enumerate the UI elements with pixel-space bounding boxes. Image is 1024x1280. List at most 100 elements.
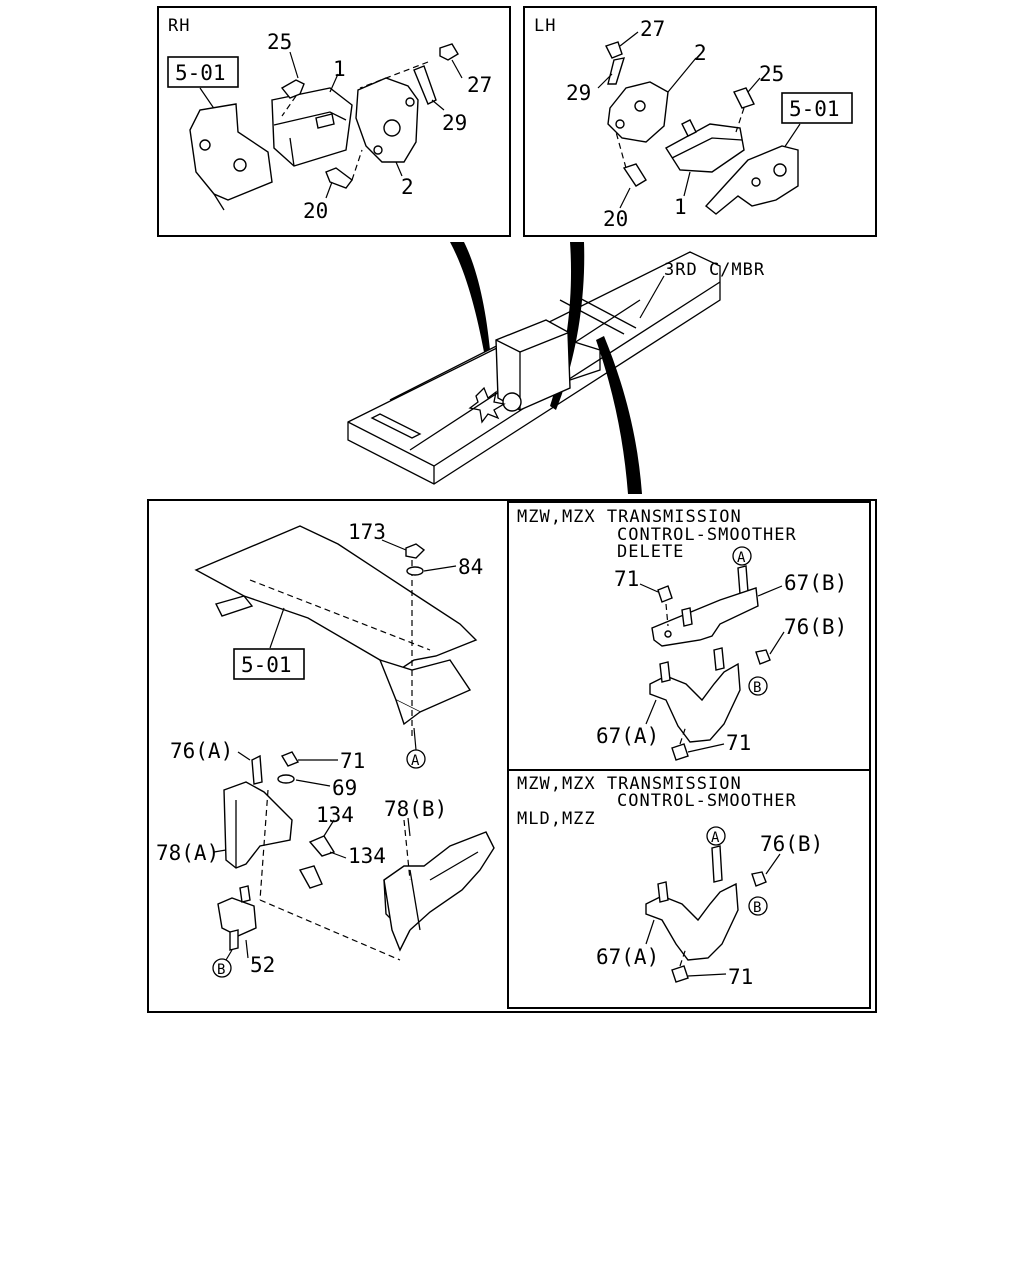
rh-panel: RH 5-01 xyxy=(157,6,511,237)
variant-delete-callout-67a: 67(A) xyxy=(596,724,659,748)
bolt-134b xyxy=(298,865,323,889)
variant-smoother-leader xyxy=(687,973,727,977)
crossmember xyxy=(194,525,478,673)
svg-text:A: A xyxy=(411,753,420,769)
callout-52: 52 xyxy=(250,953,275,977)
lh-mount-line xyxy=(671,137,743,159)
lh-side-label: LH xyxy=(534,16,556,36)
mount-dash xyxy=(259,789,269,901)
rh-bracket-hole xyxy=(233,158,247,172)
rh-engine-bracket xyxy=(355,77,419,163)
callout-69: 69 xyxy=(332,776,357,800)
rh-bolt-25 xyxy=(280,79,305,99)
leader-134a xyxy=(323,819,335,837)
variant-delete-marker-b: B xyxy=(748,676,768,696)
rh-stud-dash xyxy=(359,61,429,89)
callout-78b: 78(B) xyxy=(384,797,447,821)
engine-fan xyxy=(468,386,506,424)
variant-smoother-marker-b: B xyxy=(748,896,768,916)
variant-smoother-callout-76b: 76(B) xyxy=(760,832,823,856)
rh-side-label: RH xyxy=(168,16,190,36)
variant-smoother: MZW,MZX TRANSMISSION CONTROL-SMOOTHER ML… xyxy=(517,774,823,989)
lh-nut-27 xyxy=(605,41,623,59)
svg-text:B: B xyxy=(753,680,761,696)
rh-leader xyxy=(431,99,445,111)
marker-a-leader xyxy=(413,727,417,751)
nut-71 xyxy=(280,751,300,767)
variant-smoother-heading-2: CONTROL-SMOOTHER xyxy=(617,791,797,811)
lh-panel: LH 5-01 27 2 29 25 2 xyxy=(523,6,877,237)
lh-leader xyxy=(683,171,691,197)
variant-delete-callout-71-upper: 71 xyxy=(614,567,639,591)
crossmember-ref-box[interactable]: 5-01 xyxy=(233,648,305,680)
lh-leader xyxy=(619,187,631,209)
bracket-78a xyxy=(223,781,293,869)
variant-delete-callout-71-lower: 71 xyxy=(726,731,751,755)
lh-callout-27: 27 xyxy=(640,17,665,41)
leader-134b xyxy=(329,851,347,859)
variant-delete-heading-3: DELETE xyxy=(617,542,684,562)
nut-173 xyxy=(405,543,426,559)
variant-delete-leader xyxy=(769,631,785,655)
variant-delete-heading-1: MZW,MZX TRANSMISSION xyxy=(517,507,742,527)
chassis-frame xyxy=(347,251,721,485)
lh-engine-bracket-hole xyxy=(615,119,625,129)
callout-78a: 78(A) xyxy=(156,841,219,865)
mount-dash xyxy=(259,899,401,961)
marker-b-leader xyxy=(225,949,233,961)
lh-leader xyxy=(747,77,761,93)
variant-delete-nut-71-lower xyxy=(671,743,689,761)
rh-bracket-hole xyxy=(199,139,211,151)
lh-mount-stud xyxy=(681,119,697,137)
plate-67b-stud xyxy=(681,607,693,627)
variant-smoother-heading-3: MLD,MZZ xyxy=(517,809,596,829)
rh-leader xyxy=(451,59,463,79)
leader-52 xyxy=(245,939,249,959)
rh-ref-leader xyxy=(199,87,216,111)
variant-delete-dash xyxy=(665,603,669,627)
insulator-52-stud xyxy=(239,885,251,903)
third-crossmember xyxy=(559,299,625,335)
rh-leader xyxy=(395,161,403,177)
rh-callout-2: 2 xyxy=(401,175,414,199)
lh-callout-20: 20 xyxy=(603,207,628,231)
callout-134-upper: 134 xyxy=(316,803,354,827)
rh-engine-bracket-hole xyxy=(383,119,401,137)
callout-134-lower: 134 xyxy=(348,844,386,868)
lh-ref-box[interactable]: 5-01 xyxy=(781,92,853,124)
lh-callout-1: 1 xyxy=(674,195,687,219)
rh-leader xyxy=(325,181,333,199)
lh-engine-bracket xyxy=(607,81,669,143)
crossmember-label: 3RD C/MBR xyxy=(664,260,765,280)
variant-delete-stud xyxy=(737,565,749,595)
transmission xyxy=(567,339,601,381)
lh-rubber-mount xyxy=(665,123,745,173)
lh-pointer-wedge xyxy=(550,242,585,410)
rh-callout-20: 20 xyxy=(303,199,328,223)
rh-nut-27 xyxy=(439,43,459,61)
rh-bracket-edge xyxy=(213,193,225,211)
leader-84 xyxy=(423,565,457,572)
crossmember-pointer-wedge xyxy=(596,336,642,494)
lh-leader xyxy=(619,31,639,47)
variant-delete-callout-67b: 67(B) xyxy=(784,571,847,595)
crossmember-panel: 5-01 173 84 A B xyxy=(147,499,877,1013)
rh-ref-box[interactable]: 5-01 xyxy=(167,56,239,88)
variant-smoother-callout-67a: 67(A) xyxy=(596,945,659,969)
rh-frame-bracket xyxy=(189,103,273,201)
variant-smoother-callout-71: 71 xyxy=(728,965,753,989)
variant-smoother-stud xyxy=(711,845,723,883)
lh-bracket-hole xyxy=(773,163,787,177)
lh-panel-frame xyxy=(523,6,877,237)
engine-block xyxy=(495,319,571,411)
rh-rubber-mount xyxy=(271,87,353,167)
crossmember-leg-rear xyxy=(214,595,254,617)
bracket-78b-arm xyxy=(383,879,411,952)
crossmember-ref-leader xyxy=(269,607,285,649)
variant-smoother-bolt-76b xyxy=(751,871,767,887)
insulator-52-stud xyxy=(229,929,239,951)
crossmember-centerline xyxy=(249,579,431,651)
callout-173: 173 xyxy=(348,520,386,544)
leader-78a xyxy=(213,849,227,853)
rh-leader xyxy=(329,73,339,93)
